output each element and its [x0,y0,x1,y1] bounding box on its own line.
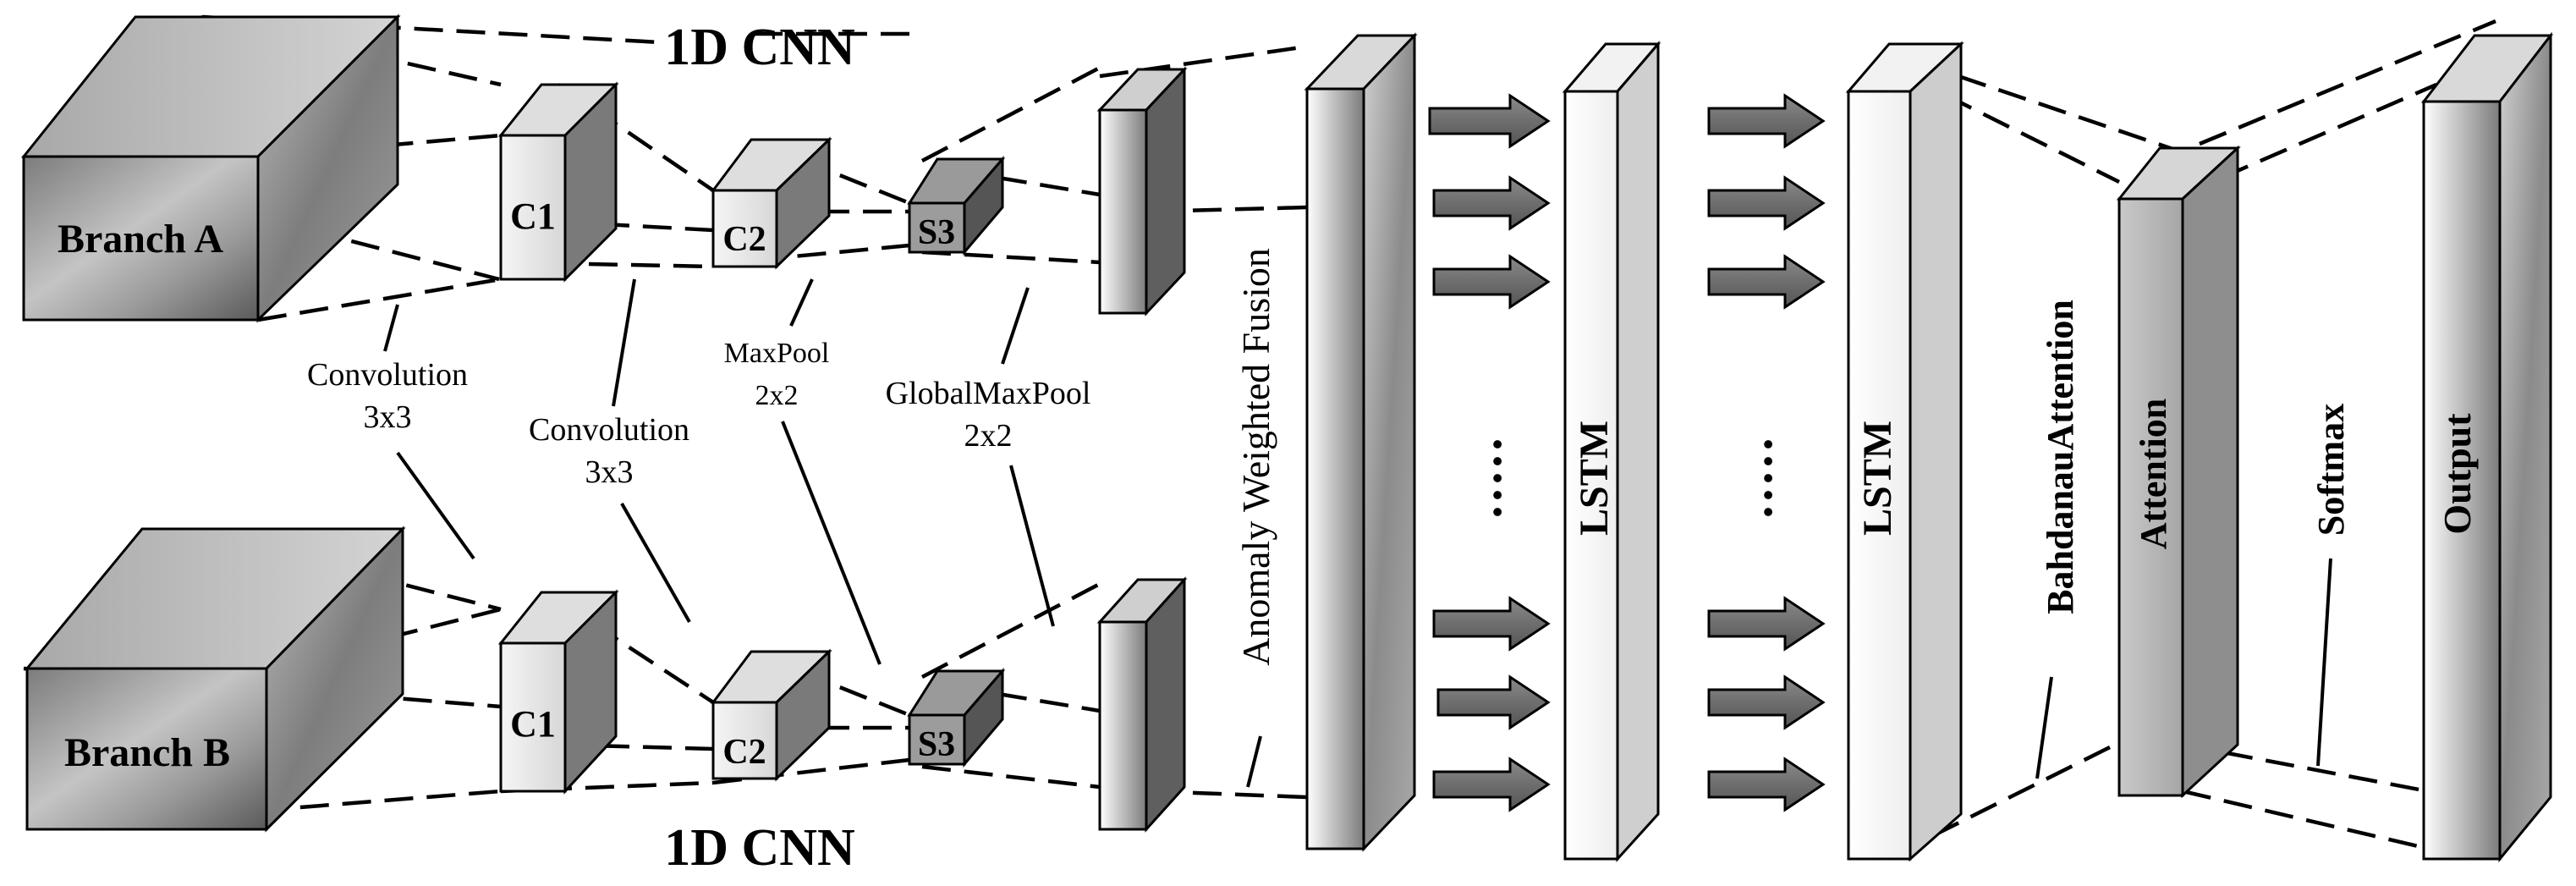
s3-bottom-block: S3 [907,667,1006,768]
c2-bottom-block: C2 [711,648,832,782]
maxpool-label-line2: 2x2 [755,380,799,411]
s3-bottom-label: S3 [918,725,955,764]
attention-layer [2116,145,2241,799]
s3-top-label: S3 [918,213,955,252]
lstm-layer-2 [1845,41,1964,862]
branch-a-block: Branch A [20,14,401,323]
arrow-icon [1707,596,1826,652]
arrows-group [1428,93,1826,812]
ellipsis-2: ····· [1740,436,1796,520]
arrow-icon [1432,757,1551,812]
c1-bottom-block: C1 [497,589,619,795]
branch-b-label: Branch B [64,730,230,775]
c2-top-block: C2 [711,136,832,270]
conv1-label-line2: 3x3 [364,399,412,435]
cnn-title-top: 1D CNN [664,19,855,76]
gmp-label-line1: GlobalMaxPool [886,376,1091,411]
fusion-label: Anomaly Weighted Fusion [1234,248,1277,666]
lstm-2-label: LSTM [1855,421,1900,536]
arrow-icon [1707,93,1826,149]
softmax-label: Softmax [2310,404,2352,536]
arrow-icon [1432,175,1551,231]
output-layer [2420,31,2554,863]
arrow-icon [1432,596,1551,652]
conv1-label-line1: Convolution [307,357,468,393]
arrow-icon [1436,674,1551,730]
pool-slab-top [1096,66,1188,316]
lstm-layer-1 [1562,40,1661,862]
s3-top-block: S3 [907,155,1006,256]
arrow-icon [1707,254,1826,310]
pool-slab-bottom [1096,576,1188,833]
gmp-label-line2: 2x2 [964,418,1013,454]
conv2-label-line1: Convolution [529,412,689,448]
c2-top-label: C2 [722,220,766,259]
cnn-title-bottom: 1D CNN [664,819,855,877]
c1-top-label: C1 [510,195,556,237]
lstm-1-label: LSTM [1572,421,1617,536]
c2-bottom-label: C2 [722,733,766,772]
maxpool-label-line1: MaxPool [724,338,830,369]
bahdanau-label: BahdanauAttention [2040,300,2081,614]
arrow-icon [1432,254,1551,310]
output-label: Output [2436,413,2479,535]
conv2-label-line2: 3x3 [585,454,634,490]
attention-label: Attention [2133,399,2174,549]
arrow-icon [1707,674,1826,730]
ellipsis-1: ····· [1469,436,1525,520]
arrow-icon [1707,175,1826,231]
branch-a-label: Branch A [58,217,223,261]
c1-top-block: C1 [497,81,619,283]
arrow-icon [1707,757,1826,812]
leader-lines [383,278,2332,788]
branch-b-block: Branch B [24,526,406,833]
fusion-slab [1304,32,1418,852]
arrow-icon [1428,93,1551,149]
c1-bottom-label: C1 [510,703,556,745]
